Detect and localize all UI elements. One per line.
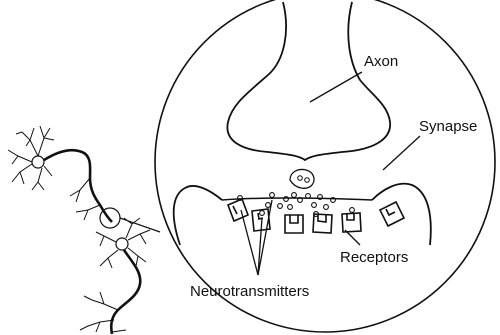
neuron-2-axon xyxy=(111,250,140,334)
neuron-1-soma xyxy=(32,156,44,168)
label-receptors: Receptors xyxy=(340,249,408,266)
neuron-2-soma xyxy=(116,238,128,250)
label-neurotransmitters: Neurotransmitters xyxy=(190,283,309,300)
neuron-1-axon-branch xyxy=(76,205,100,220)
label-synapse: Synapse xyxy=(419,118,477,135)
label-axon: Axon xyxy=(364,53,398,70)
neuron-illustration xyxy=(8,126,150,334)
neuron-2-axon-terminals xyxy=(80,292,126,332)
neuron-1-axon-branch xyxy=(70,178,90,202)
